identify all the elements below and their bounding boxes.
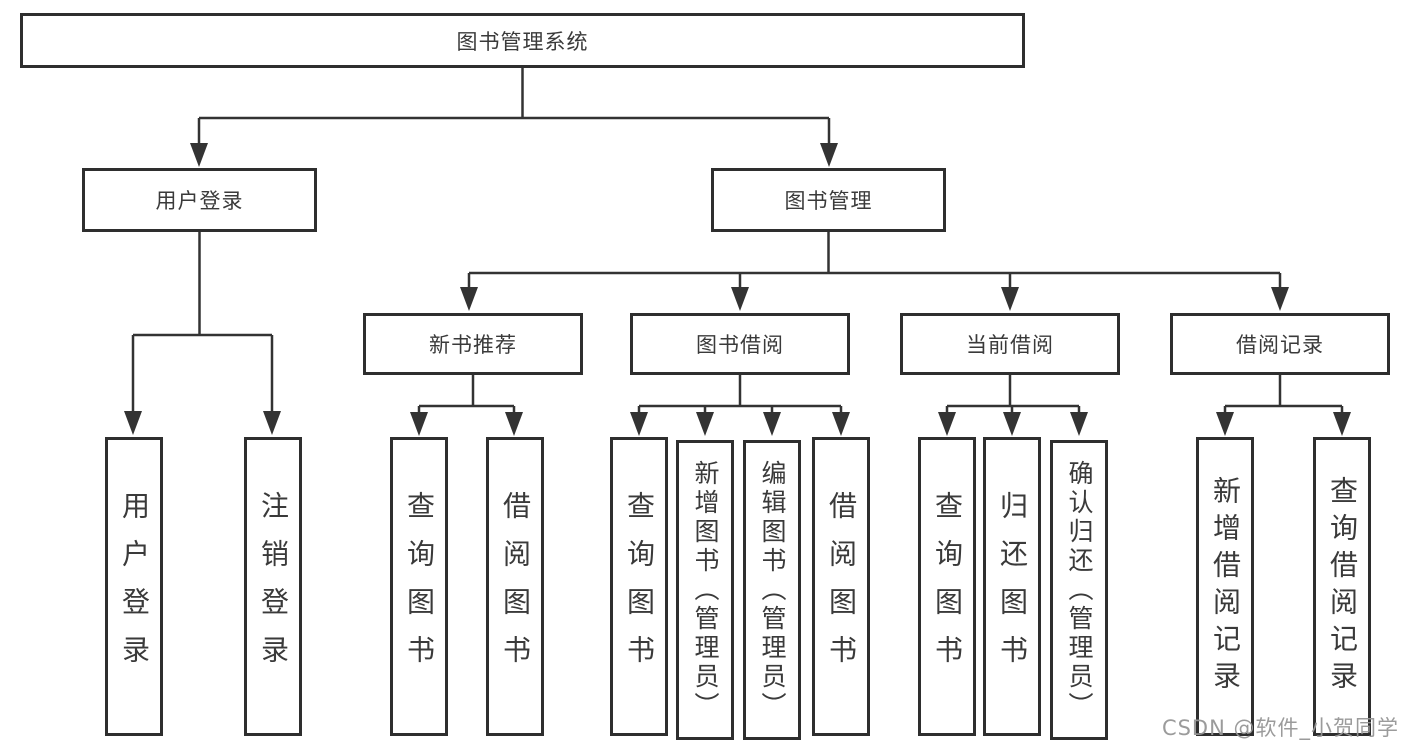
node-label: 注销登录	[257, 490, 290, 683]
node-user-login: 用户登录	[82, 168, 317, 232]
leaf-return-books: 归还图书	[983, 437, 1041, 736]
leaf-add-borrow-record: 新增借阅记录	[1196, 437, 1254, 736]
node-label: 新增借阅记录	[1209, 475, 1242, 698]
node-label: 用户登录	[155, 189, 244, 213]
leaf-borrow-books-recommend: 借阅图书	[486, 437, 544, 736]
arrowheads	[124, 143, 1351, 436]
leaf-query-books-recommend: 查询图书	[390, 437, 448, 736]
node-label: 查询图书	[931, 490, 964, 683]
node-book-borrowing: 图书借阅	[630, 313, 850, 375]
node-label: 借阅图书	[825, 490, 858, 683]
leaf-edit-books-admin: 编辑图书（管理员）	[743, 440, 801, 740]
leaf-confirm-return-admin: 确认归还（管理员）	[1050, 440, 1108, 740]
node-label: 用户登录	[118, 490, 151, 683]
node-label: 借阅图书	[499, 490, 532, 683]
leaf-query-books-current: 查询图书	[918, 437, 976, 736]
node-book-management: 图书管理	[711, 168, 946, 232]
node-label: 归还图书	[996, 490, 1029, 683]
node-new-book-recommend: 新书推荐	[363, 313, 583, 375]
leaf-logout: 注销登录	[244, 437, 302, 736]
node-label: 图书管理系统	[456, 29, 589, 54]
node-label: 新书推荐	[429, 333, 517, 357]
leaf-add-books-admin: 新增图书（管理员）	[676, 440, 734, 740]
node-label: 图书管理	[784, 189, 873, 213]
node-label: 确认归还（管理员）	[1065, 459, 1094, 721]
leaf-borrow-books: 借阅图书	[812, 437, 870, 736]
node-borrow-records: 借阅记录	[1170, 313, 1390, 375]
node-label: 借阅记录	[1236, 333, 1324, 357]
node-current-borrowing: 当前借阅	[900, 313, 1120, 375]
leaf-query-borrow-record: 查询借阅记录	[1313, 437, 1371, 736]
node-label: 新增图书（管理员）	[691, 459, 720, 721]
leaf-query-books-borrow: 查询图书	[610, 437, 668, 736]
node-label: 查询借阅记录	[1326, 475, 1359, 698]
node-label: 查询图书	[403, 490, 436, 683]
node-library-system: 图书管理系统	[20, 13, 1025, 68]
node-label: 图书借阅	[696, 333, 784, 357]
node-label: 查询图书	[623, 490, 656, 683]
node-label: 当前借阅	[966, 333, 1054, 357]
leaf-user-login: 用户登录	[105, 437, 163, 736]
node-label: 编辑图书（管理员）	[758, 459, 787, 721]
csdn-watermark: CSDN @软件_小贺同学	[1161, 716, 1399, 740]
